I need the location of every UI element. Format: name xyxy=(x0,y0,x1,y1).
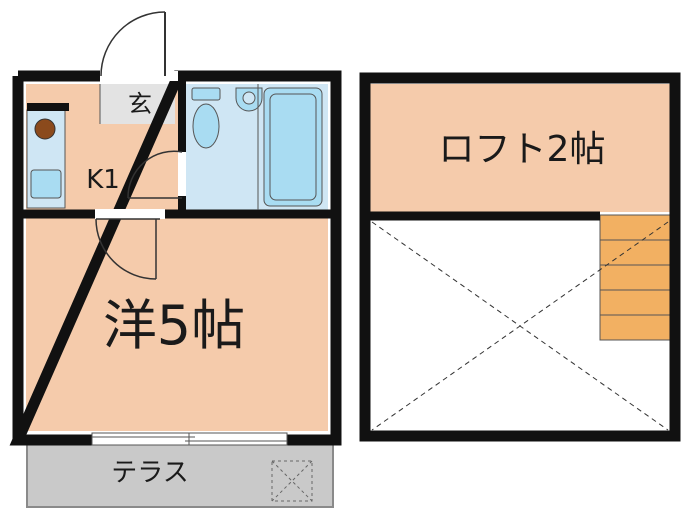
left-unit: 玄 K1 xyxy=(9,11,342,446)
bathroom-door xyxy=(127,150,183,199)
entrance-door xyxy=(100,11,178,81)
kitchen-label: K1 xyxy=(86,165,120,195)
loft-floor xyxy=(370,84,670,212)
western-room-floor xyxy=(26,218,328,431)
room-door xyxy=(95,209,165,280)
void-dashed-cross xyxy=(371,221,669,431)
kitchen-counter xyxy=(26,103,69,209)
loft-unit: ロフト2帖 xyxy=(359,72,681,442)
bathtub-icon xyxy=(263,87,323,207)
genkan-label: 玄 xyxy=(128,90,152,118)
terrace-window xyxy=(91,432,288,446)
washbasin-icon xyxy=(235,87,263,112)
toilet-icon xyxy=(191,87,221,149)
stove-burner-icon xyxy=(34,118,56,140)
loft-stairs xyxy=(599,214,671,341)
sink-icon xyxy=(30,169,62,199)
western-room-label: 洋5帖 xyxy=(103,294,245,357)
terrace-label: テラス xyxy=(111,458,188,488)
terrace-hatch-box xyxy=(271,460,313,502)
left-unit-walls xyxy=(9,70,342,446)
terrace: テラス xyxy=(26,436,334,508)
loft-label: ロフト2帖 xyxy=(439,129,606,170)
loft-outer-walls xyxy=(359,72,681,442)
